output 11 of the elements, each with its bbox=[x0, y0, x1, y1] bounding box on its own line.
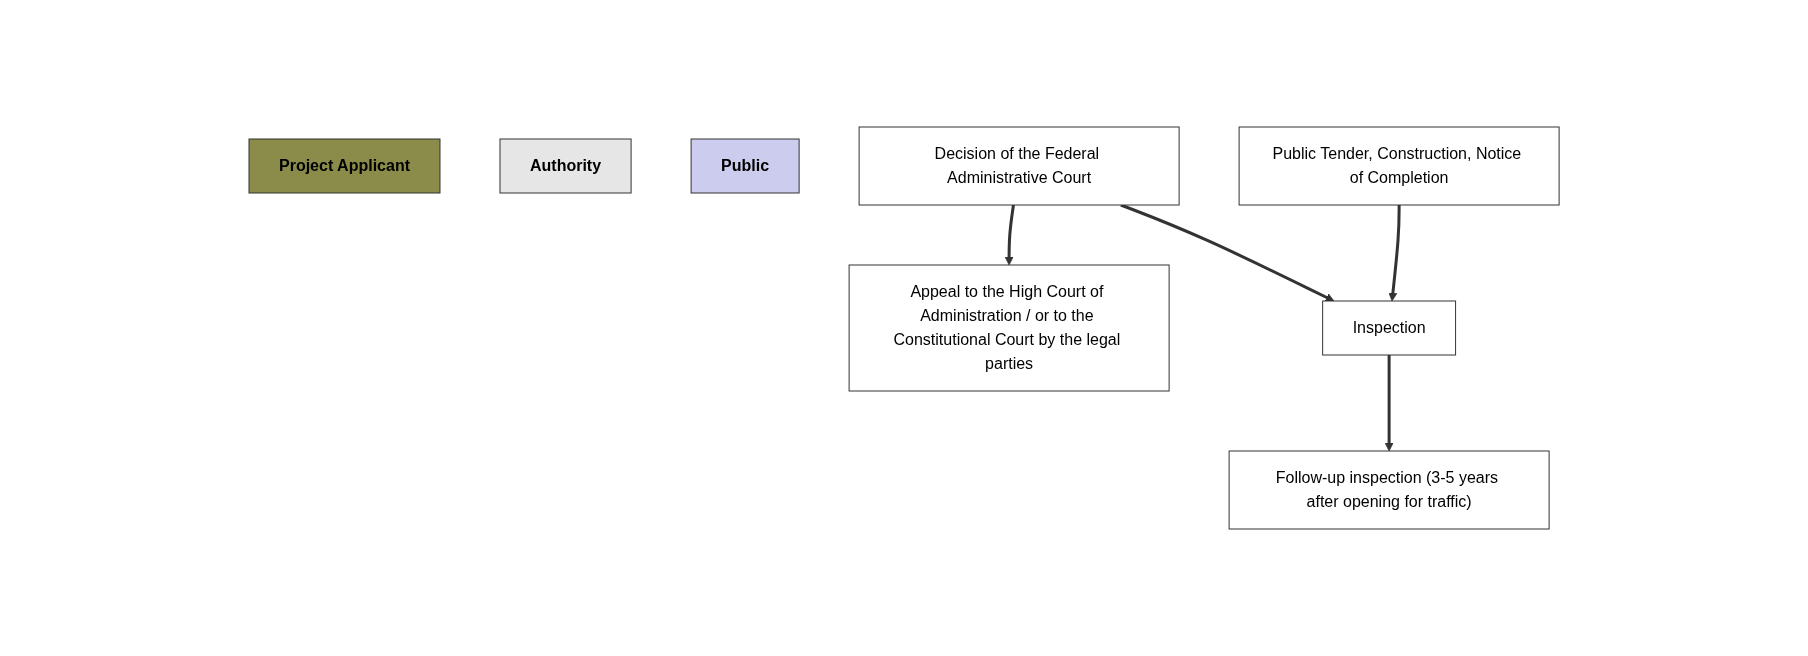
node-box: Decision of the Federal Administrative Court bbox=[858, 126, 1180, 206]
node-box: Inspection bbox=[1322, 300, 1456, 356]
arrow bbox=[1388, 205, 1401, 302]
node-box: Public bbox=[690, 138, 800, 194]
node-box: Follow-up inspection (3-5 years after opening for traffic) bbox=[1228, 450, 1550, 530]
node-box: Public Tender, Construction, Notice of Completion bbox=[1238, 126, 1560, 206]
arrow bbox=[1004, 204, 1015, 266]
node-box: Appeal to the High Court of Administration / or to the Constitutional Court by the legal parties bbox=[848, 264, 1170, 392]
arrow bbox=[1384, 355, 1394, 452]
node-box: Project Applicant bbox=[248, 138, 441, 194]
node-box: Authority bbox=[499, 138, 632, 194]
